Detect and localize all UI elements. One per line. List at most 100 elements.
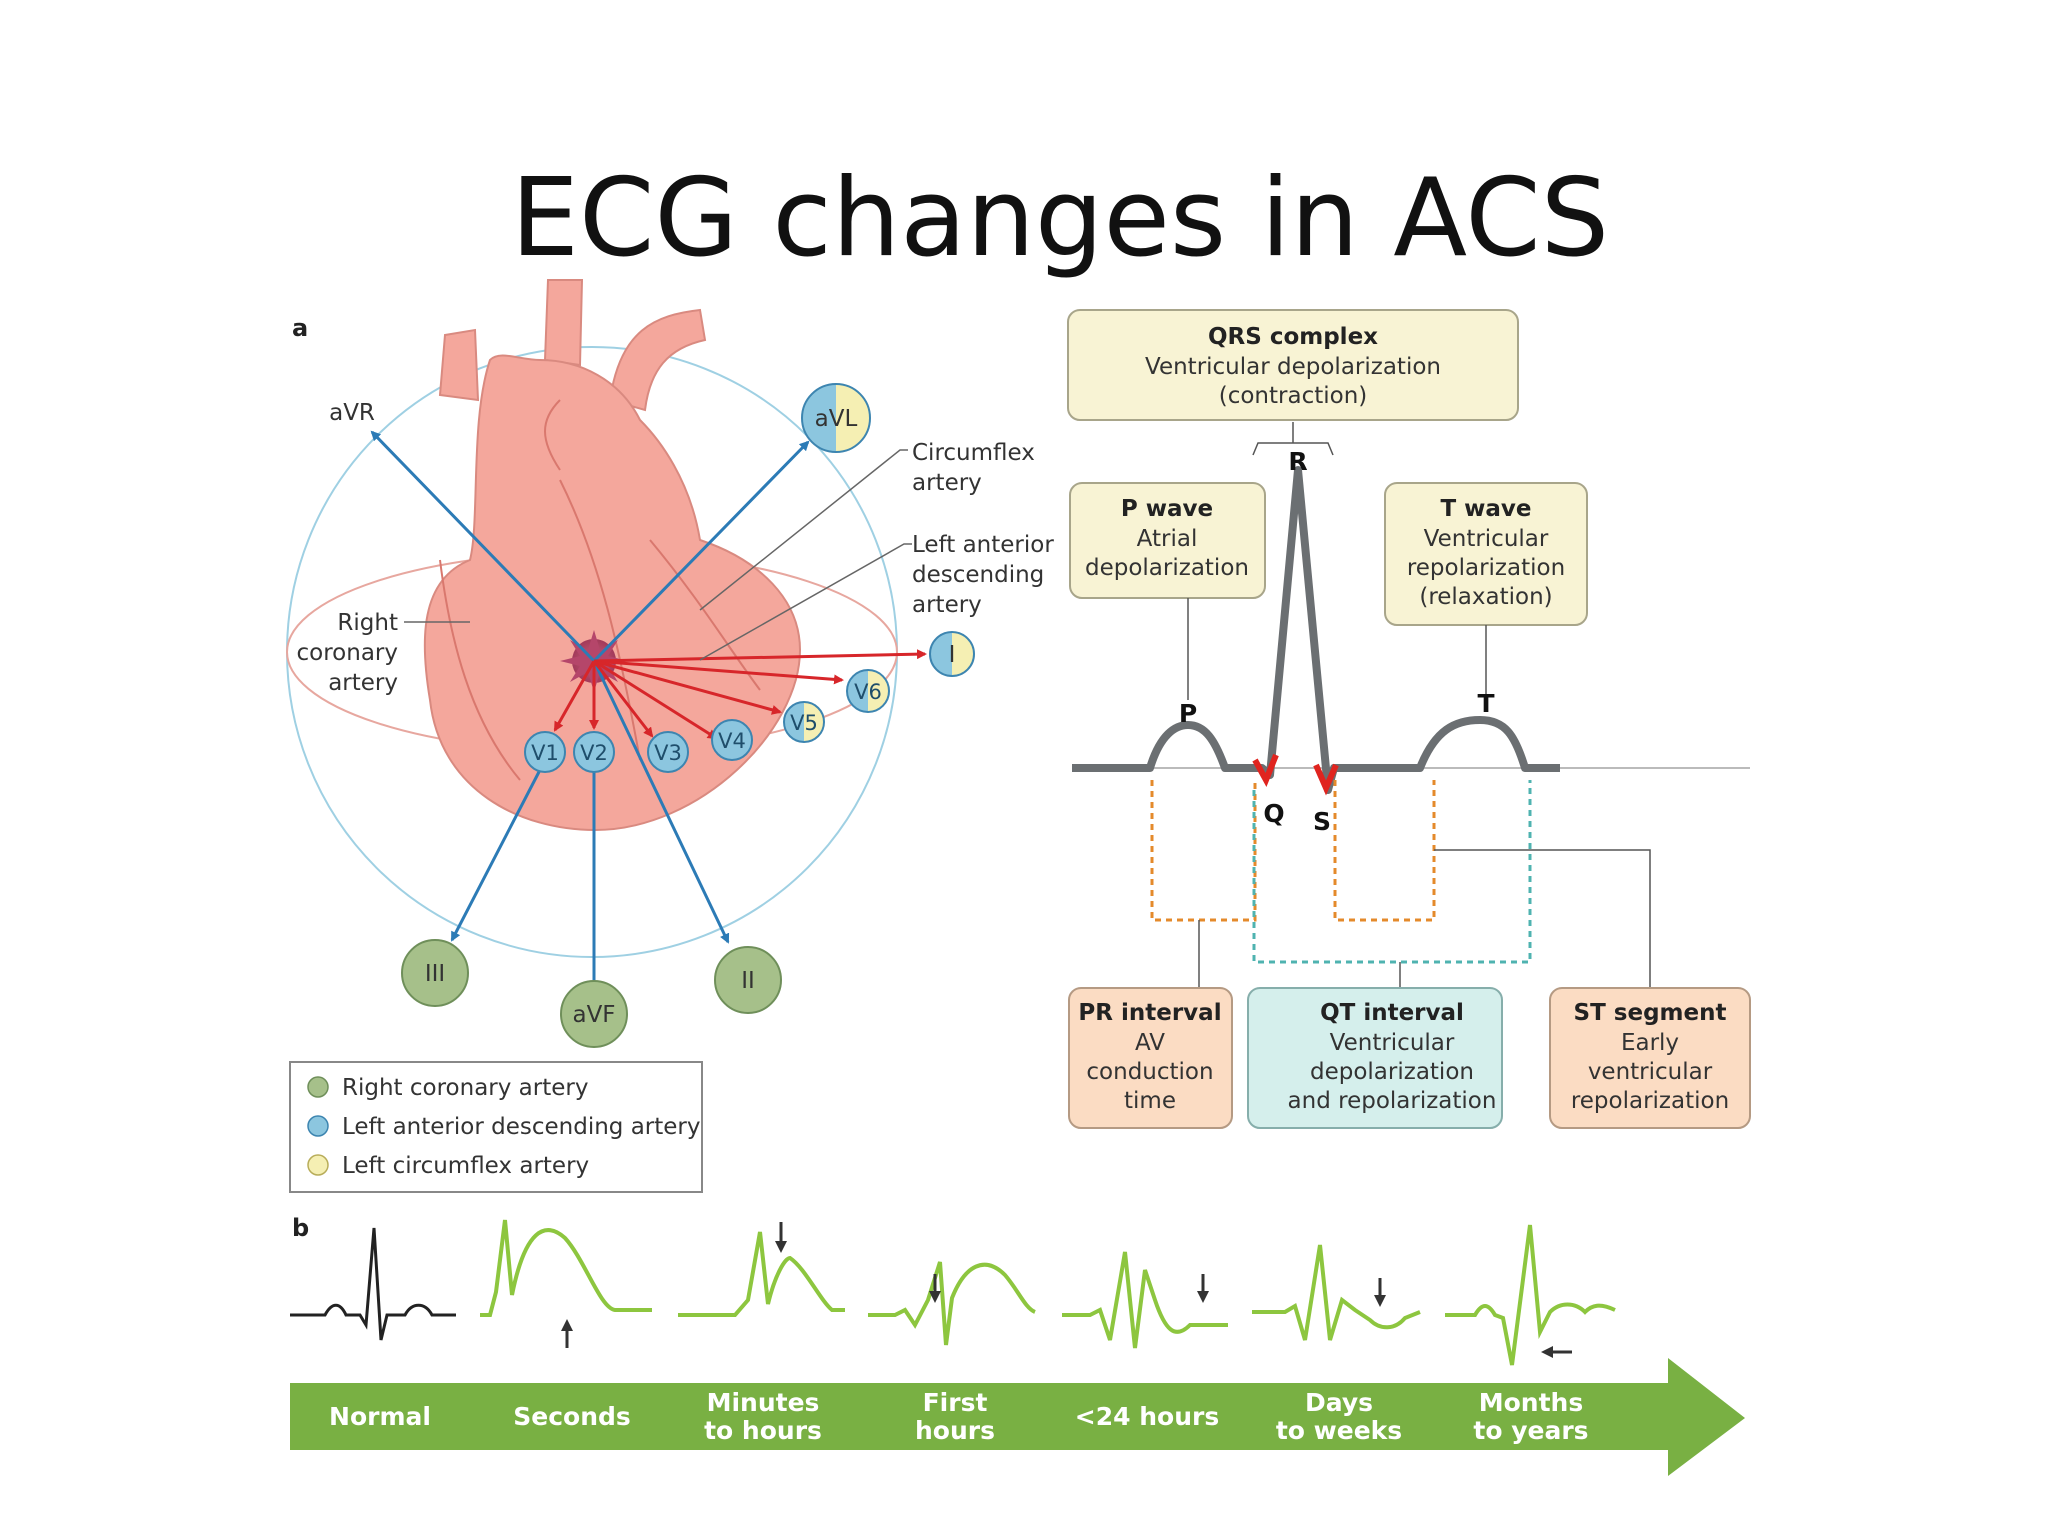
lead-label-i: I [949, 642, 956, 668]
rca-label-1: Right [337, 610, 398, 636]
lead-label-ii: II [741, 968, 755, 994]
s-point-label: S [1313, 807, 1331, 836]
t-wave-title: T wave [1440, 496, 1531, 522]
st-segment-title: ST segment [1574, 1000, 1727, 1026]
pr-interval-bracket [1150, 780, 1257, 922]
stage-label-days-2: to weeks [1276, 1416, 1402, 1445]
lad-artery-label-2: descending [912, 562, 1044, 588]
qt-interval-line-3: and repolarization [1288, 1088, 1497, 1114]
stage-label-months-2: to years [1473, 1416, 1588, 1445]
page-title: ECG changes in ACS [510, 156, 1610, 281]
ecg-waveform-diagram: QRS complex Ventricular depolarization (… [1067, 309, 1751, 1129]
lead-v3-marker: V3 [647, 731, 689, 773]
stage-label-minutes-2: to hours [704, 1416, 822, 1445]
lead-avl-marker: aVL [801, 383, 871, 453]
pr-interval-title: PR interval [1078, 1000, 1221, 1026]
panel-b-label: b [292, 1214, 309, 1242]
lead-v5-marker: V5 [783, 701, 825, 743]
legend-swatch-rca [307, 1076, 329, 1098]
stage-label-days-1: Days [1305, 1388, 1373, 1417]
lad-artery-label-3: artery [912, 592, 982, 618]
artery-callouts: Circumflex artery Left anterior descendi… [297, 440, 1055, 696]
lead-label-iii: III [425, 961, 445, 987]
stage-label-seconds: Seconds [513, 1402, 631, 1431]
lead-v4-marker: V4 [711, 719, 753, 761]
qt-interval-box [1247, 987, 1503, 1129]
t-wave-line-2: repolarization [1407, 555, 1565, 581]
timeline-arrow: Normal Seconds Minutes to hours First ho… [290, 1358, 1745, 1476]
lead-label-avf: aVF [572, 1002, 615, 1028]
pr-interval-line-2: conduction [1086, 1059, 1213, 1085]
qt-interval-line-2: depolarization [1310, 1059, 1474, 1085]
legend-label-lad: Left anterior descending artery [342, 1114, 700, 1140]
lead-ii-marker: II [714, 946, 782, 1014]
lead-label-avl: aVL [815, 406, 858, 432]
lad-artery-label-1: Left anterior [912, 532, 1054, 558]
circumflex-artery-label-1: Circumflex [912, 440, 1035, 466]
legend-swatch-lcx [307, 1154, 329, 1176]
pr-interval-line-1: AV [1135, 1030, 1165, 1056]
legend-label-rca: Right coronary artery [342, 1075, 588, 1101]
st-segment-box [1549, 987, 1751, 1129]
ecg-evolution-traces [290, 1219, 1616, 1366]
qrs-complex-title: QRS complex [1208, 324, 1378, 350]
p-wave-box [1069, 482, 1266, 599]
st-segment-bracket [1333, 780, 1436, 922]
artery-legend: Right coronary artery Left anterior desc… [289, 1061, 703, 1193]
lead-avf-marker: aVF [560, 980, 628, 1048]
stage-label-normal: Normal [329, 1402, 431, 1431]
t-wave-line-1: Ventricular [1424, 526, 1549, 552]
stage-label-months-1: Months [1479, 1388, 1583, 1417]
ecg-trace [1072, 466, 1560, 794]
ecg-trace-days [1252, 1244, 1421, 1341]
rca-label-2: coronary [297, 640, 398, 666]
lead-v2-marker: V2 [573, 731, 615, 773]
p-point-label: P [1179, 699, 1197, 728]
stage-label-first-hours-2: hours [915, 1416, 995, 1445]
st-segment-line-2: ventricular [1588, 1059, 1713, 1085]
lead-label-v6: V6 [854, 680, 882, 704]
ecg-trace-minutes [678, 1231, 845, 1317]
stage-label-24-hours: <24 hours [1075, 1402, 1219, 1431]
t-point-label: T [1477, 689, 1494, 718]
lead-label-v5: V5 [790, 711, 818, 735]
legend-swatch-lad [307, 1115, 329, 1137]
qrs-complex-box [1067, 309, 1519, 421]
st-segment-line-3: repolarization [1571, 1088, 1729, 1114]
pr-interval-line-3: time [1124, 1088, 1176, 1114]
rca-label-3: artery [328, 670, 398, 696]
legend-label-lcx: Left circumflex artery [342, 1153, 589, 1179]
st-segment-line-1: Early [1621, 1030, 1679, 1056]
ecg-trace-24-hours [1062, 1251, 1228, 1349]
circumflex-artery-label-2: artery [912, 470, 982, 496]
qrs-complex-line-1: Ventricular depolarization [1145, 354, 1441, 380]
stage-label-first-hours-1: First [923, 1388, 988, 1417]
p-wave-line-2: depolarization [1085, 555, 1249, 581]
q-marker [1252, 753, 1279, 788]
lead-label-v3: V3 [654, 741, 682, 765]
r-point-label: R [1288, 447, 1307, 476]
p-wave-line-1: Atrial [1137, 526, 1198, 552]
q-point-label: Q [1263, 799, 1284, 828]
ecg-trace-months [1445, 1224, 1616, 1366]
ecg-trace-normal [290, 1227, 456, 1341]
lead-vectors [370, 430, 927, 994]
lead-v1-marker: V1 [524, 731, 566, 773]
ecg-trace-first-hours [868, 1261, 1036, 1346]
lead-i-marker: I [929, 631, 975, 677]
stage-label-minutes-1: Minutes [707, 1388, 820, 1417]
lead-label-v1: V1 [531, 741, 559, 765]
s-marker [1313, 763, 1339, 796]
qrs-complex-line-2: (contraction) [1219, 383, 1368, 409]
qt-interval-line-1: Ventricular [1330, 1030, 1455, 1056]
lead-iii-marker: III [401, 939, 469, 1007]
lead-label-v2: V2 [580, 741, 608, 765]
lead-label-avr: aVR [329, 400, 375, 426]
qt-interval-bracket [1252, 780, 1532, 964]
p-wave-title: P wave [1121, 496, 1213, 522]
ecg-trace-seconds [480, 1219, 652, 1317]
panel-a-label: a [292, 314, 308, 342]
pr-interval-box [1068, 987, 1233, 1129]
lead-v6-marker: V6 [846, 669, 890, 713]
